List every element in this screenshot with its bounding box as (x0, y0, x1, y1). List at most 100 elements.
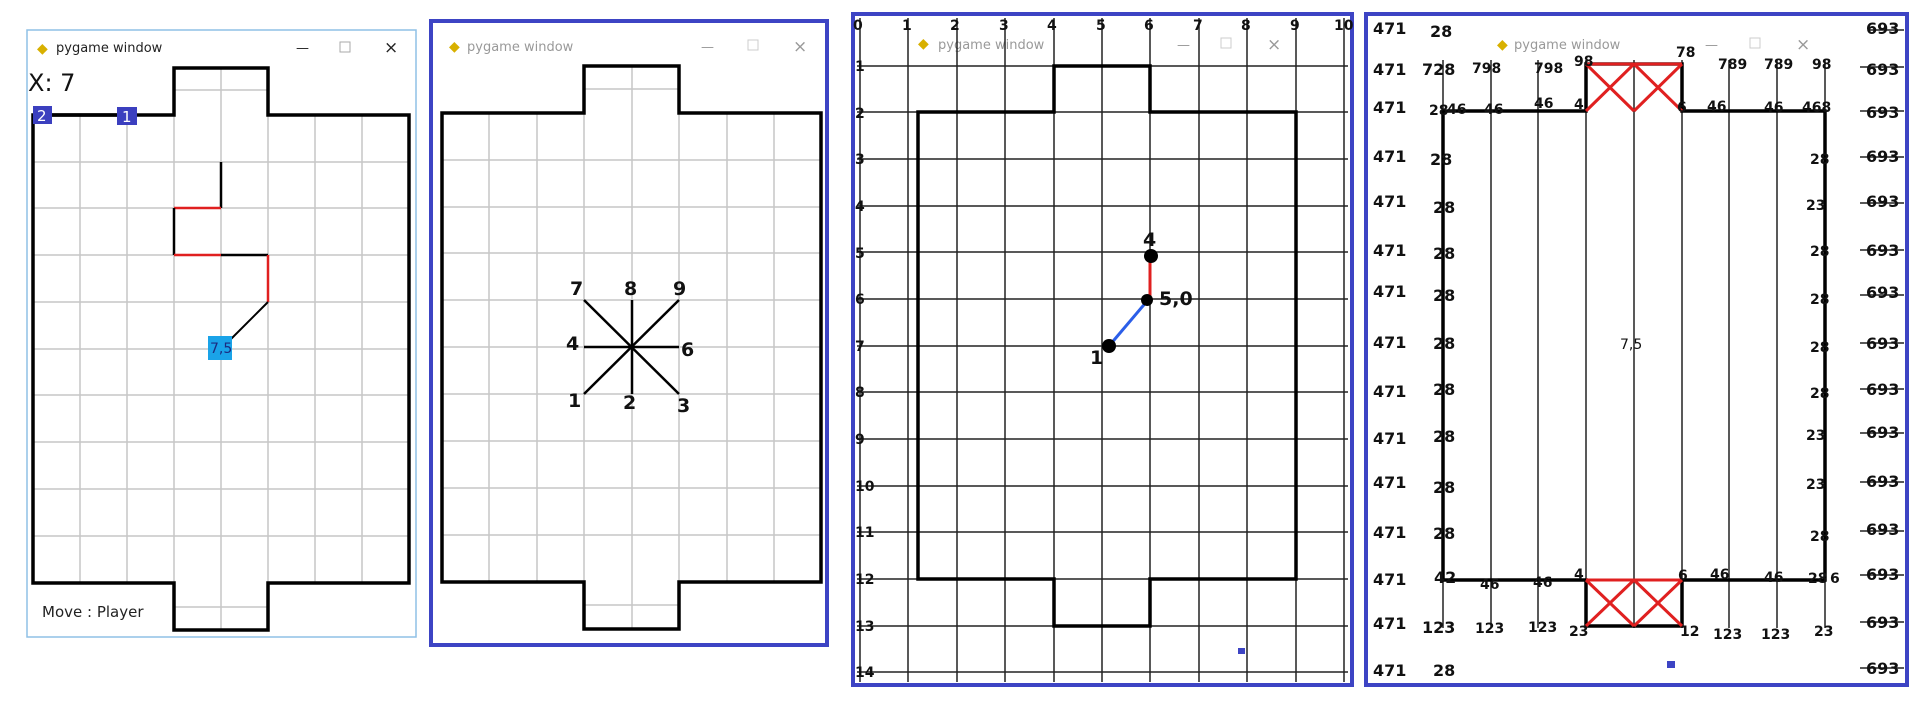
pygame-logo-icon: ◆ (1497, 37, 1508, 53)
cell-label: 98 (1574, 54, 1593, 70)
cell-label: 28 (1810, 244, 1829, 260)
cell-label: 693 (1866, 241, 1899, 260)
cell-label: 23 (1806, 428, 1825, 444)
cell-label: 23 (1814, 624, 1833, 640)
cell-label: 23 (1569, 624, 1588, 640)
cell-label: 471 (1373, 570, 1406, 589)
cell-label: 46 (1533, 575, 1552, 591)
x-tick: 9 (1290, 18, 1300, 34)
direction-3: 3 (677, 395, 690, 417)
cell-label: 28 (1433, 380, 1455, 399)
pygame-logo-icon: ◆ (37, 41, 48, 57)
close-button[interactable]: × (1796, 35, 1810, 55)
y-tick: 8 (855, 385, 865, 401)
cell-label: 693 (1866, 147, 1899, 166)
panel1-window: ◆ pygame window — × (26, 29, 417, 638)
maximize-button[interactable] (339, 41, 351, 53)
panel3-window: ◆ pygame window — × 0 1 2 3 4 (851, 12, 1354, 687)
left-col-a: 471 471 471 471 471 471 471 471 471 471 … (1373, 19, 1406, 680)
y-axis-ticks: 1 2 3 4 5 6 7 8 9 10 11 12 13 14 (855, 59, 875, 681)
left-col-b: 28 728 28 28 28 28 28 28 28 28 28 28 28 (1422, 22, 1455, 680)
close-button[interactable]: × (793, 37, 807, 57)
cell-label: 28 (1433, 427, 1455, 446)
cell-label: 468 (1802, 100, 1831, 116)
cell-label: 123 (1713, 627, 1742, 643)
cell-label: 12 (1680, 624, 1699, 640)
cell-label: 28 (1433, 334, 1455, 353)
maximize-button[interactable] (747, 39, 759, 51)
x-tick: 2 (950, 18, 960, 34)
cell-label: 28 (1433, 661, 1455, 680)
x-tick: 10 (1334, 18, 1354, 34)
cell-label: 46 (1764, 100, 1783, 116)
panel1-titlebar: ◆ pygame window — × (37, 38, 398, 58)
x-tick: 0 (853, 18, 863, 34)
blocked-bottom (1584, 578, 1684, 628)
ball (208, 336, 232, 360)
y-tick: 5 (855, 246, 865, 262)
panel3-grid (857, 18, 1348, 682)
window-title: pygame window (56, 41, 163, 56)
board-outline (440, 64, 823, 631)
cell-label: 471 (1373, 19, 1406, 38)
cell-label: 693 (1866, 192, 1899, 211)
cell-label: 693 (1866, 520, 1899, 539)
cell-label: 693 (1866, 19, 1899, 38)
cell-label: 471 (1373, 429, 1406, 448)
cell-label: 693 (1866, 380, 1899, 399)
minimize-button[interactable]: — (701, 40, 714, 55)
cell-label: 6 (1678, 568, 1688, 584)
cell-label: 46 (1764, 570, 1783, 586)
cell-label: 728 (1422, 60, 1455, 79)
x-tick: 5 (1096, 18, 1106, 34)
y-tick: 10 (855, 479, 875, 495)
row-3-labels: 46 46 46 4 6 46 46 468 (1447, 96, 1831, 118)
minimize-button[interactable]: — (296, 41, 309, 56)
cell-label: 6 (1830, 571, 1840, 587)
cell-label: 28 (1433, 478, 1455, 497)
pygame-logo-icon: ◆ (449, 39, 460, 55)
cell-label: 4 (1574, 567, 1584, 583)
cell-label: 28 (1433, 244, 1455, 263)
minimize-button[interactable]: — (1705, 38, 1718, 53)
x-readout: X: 7 (28, 69, 75, 97)
point-5-0 (1141, 294, 1153, 306)
cell-label: 693 (1866, 423, 1899, 442)
close-button[interactable]: × (1267, 35, 1281, 55)
window-title: pygame window (467, 40, 574, 55)
maximize-button[interactable] (1220, 37, 1232, 49)
cell-label: 28 (1810, 386, 1829, 402)
board-outline (916, 64, 1298, 628)
direction-9: 9 (673, 278, 686, 300)
y-tick: 2 (855, 106, 865, 122)
panel4-window: ◆ pygame window — × (1364, 12, 1909, 687)
y-tick: 12 (855, 572, 874, 588)
cell-label: 471 (1373, 382, 1406, 401)
close-button[interactable]: × (384, 38, 398, 58)
window-title: pygame window (938, 38, 1045, 53)
goal-badge-right (117, 107, 137, 125)
cell-label: 123 (1422, 618, 1455, 637)
window-title: pygame window (1514, 38, 1621, 53)
goal-badge-left (33, 106, 52, 124)
goal-badge-right-label: 1 (122, 108, 132, 126)
cell-label: 46 (1484, 102, 1503, 118)
cell-label: 46 (1710, 567, 1729, 583)
direction-8: 8 (624, 278, 637, 300)
blue-segment (1107, 299, 1150, 347)
x-tick: 4 (1047, 18, 1057, 34)
right-col: 693 693 693 693 693 693 693 693 693 693 … (1866, 19, 1899, 678)
cell-label: 693 (1866, 283, 1899, 302)
cell-label: 23 (1806, 198, 1825, 214)
y-tick: 14 (855, 665, 875, 681)
point-5-0-label: 5,0 (1159, 288, 1193, 310)
right-inner-col: 28 23 28 28 28 28 23 23 28 (1806, 152, 1829, 545)
minimize-button[interactable]: — (1177, 38, 1190, 53)
maximize-button[interactable] (1749, 37, 1761, 49)
cell-label: 471 (1373, 333, 1406, 352)
cell-label: 28 (1430, 150, 1452, 169)
cell-label: 471 (1373, 473, 1406, 492)
cell-label: 471 (1373, 282, 1406, 301)
cell-label: 471 (1373, 661, 1406, 680)
direction-2: 2 (623, 392, 636, 414)
